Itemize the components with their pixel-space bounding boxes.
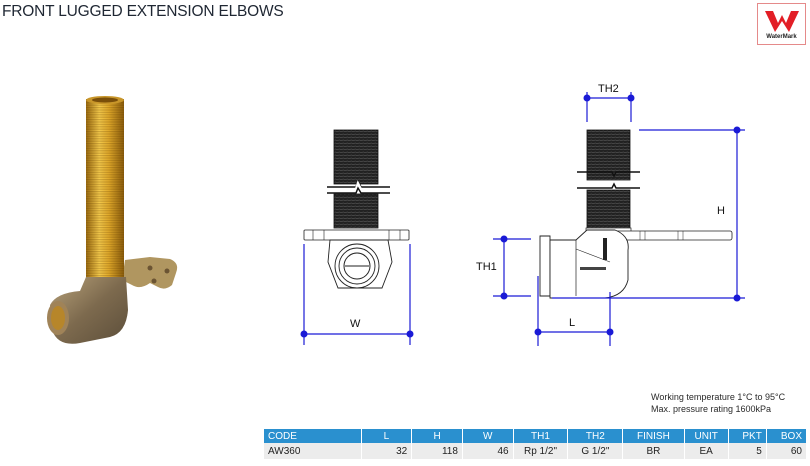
cell-unit: EA [684, 443, 729, 459]
working-temperature: Working temperature 1°C to 95°C [651, 392, 786, 402]
col-code: CODE [264, 429, 362, 443]
cell-finish: BR [622, 443, 685, 459]
spec-table: CODE L H W TH1 TH2 FINISH UNIT PKT BOX A… [264, 429, 808, 459]
col-pkt: PKT [728, 429, 767, 443]
dimension-w-label: W [350, 318, 361, 330]
product-photo [47, 96, 178, 344]
page-title: FRONT LUGGED EXTENSION ELBOWS [2, 3, 284, 20]
cell-box: 60 [766, 443, 808, 459]
cell-th2: G 1/2" [567, 443, 624, 459]
dimension-th2-label: TH2 [598, 83, 619, 95]
watermark-w-icon [765, 11, 799, 32]
watermark-logo: WaterMark [757, 3, 806, 45]
cell-h: 118 [411, 443, 463, 459]
col-box: BOX [766, 429, 808, 443]
cell-w: 46 [462, 443, 514, 459]
col-l: L [361, 429, 413, 443]
side-view: TH2 H TH1 L [476, 83, 745, 346]
cell-pkt: 5 [728, 443, 767, 459]
cell-l: 32 [361, 443, 413, 459]
max-pressure-rating: Max. pressure rating 1600kPa [651, 404, 772, 414]
col-h: H [411, 429, 463, 443]
col-w: W [462, 429, 514, 443]
dimension-h-label: H [717, 205, 725, 217]
table-row: AW360 32 118 46 Rp 1/2" G 1/2" BR EA 5 6… [264, 443, 808, 459]
watermark-label: WaterMark [766, 34, 797, 40]
dimension-th1-label: TH1 [476, 261, 497, 273]
front-view: W [300, 129, 414, 345]
col-th1: TH1 [513, 429, 569, 443]
spec-notes: Working temperature 1°C to 95°C Max. pre… [651, 391, 785, 415]
col-finish: FINISH [622, 429, 685, 443]
col-unit: UNIT [684, 429, 729, 443]
table-header-row: CODE L H W TH1 TH2 FINISH UNIT PKT BOX [264, 429, 808, 443]
col-th2: TH2 [567, 429, 624, 443]
dimension-l-label: L [569, 317, 575, 329]
cell-th1: Rp 1/2" [513, 443, 569, 459]
cell-code: AW360 [264, 443, 362, 459]
